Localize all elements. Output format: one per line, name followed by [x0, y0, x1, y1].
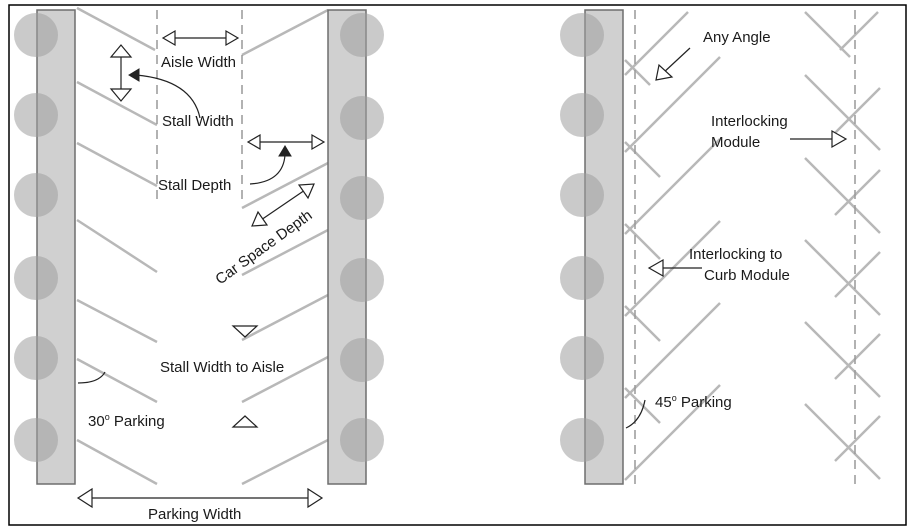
forty-five-parking-label: 45o Parking	[655, 393, 732, 411]
parking-width-arrow	[76, 487, 324, 509]
curb-module-arrow	[647, 258, 702, 278]
right-stall-stripes	[624, 10, 881, 484]
interlocking-module-label-line1: Interlocking	[711, 113, 788, 130]
thirty-parking-label: 30o Parking	[88, 412, 165, 430]
right-bollards	[560, 13, 604, 462]
right-diagram-curb	[584, 9, 624, 485]
any-angle-label: Any Angle	[703, 29, 771, 46]
stall-width-to-aisle-label: Stall Width to Aisle	[160, 359, 284, 376]
curb-module-label-line2: Curb Module	[704, 267, 790, 284]
stall-width-to-aisle-bottom-arrow	[231, 415, 259, 428]
aisle-width-label: Aisle Width	[161, 54, 236, 71]
left-curb	[36, 9, 76, 485]
forty-five-degree-arc	[625, 399, 646, 429]
car-space-depth-arrow	[251, 183, 315, 227]
stall-width-label: Stall Width	[162, 113, 234, 130]
right-curb	[327, 9, 367, 485]
parking-width-label: Parking Width	[148, 506, 241, 523]
any-angle-arrow	[655, 47, 691, 81]
stall-width-to-aisle-top-arrow	[231, 325, 259, 338]
thirty-degree-arc	[77, 371, 106, 384]
stall-width-arrow	[109, 44, 201, 119]
interlocking-module-arrow	[790, 129, 848, 149]
interlocking-module-label-line2: Module	[711, 134, 760, 151]
stall-depth-label: Stall Depth	[158, 177, 231, 194]
left-stall-stripes	[76, 6, 329, 486]
left-bollards	[14, 13, 384, 462]
curb-module-label-line1: Interlocking to	[689, 246, 782, 263]
aisle-width-arrow	[161, 29, 240, 47]
stall-depth-arrow	[246, 133, 326, 185]
diagram-frame	[8, 4, 907, 526]
